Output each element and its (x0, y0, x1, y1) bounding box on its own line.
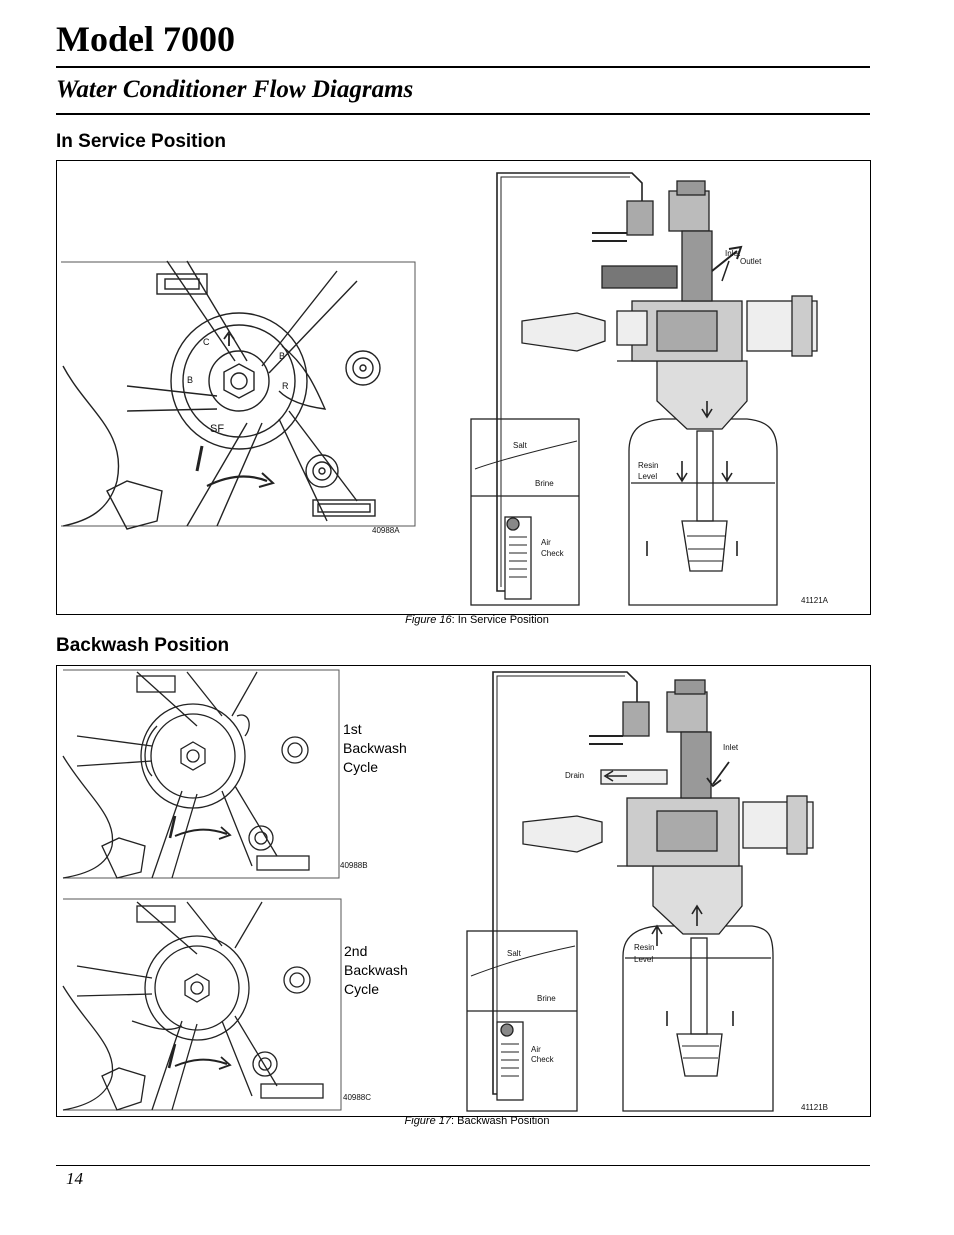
figure-17-caption: Figure 17: Backwash Position (0, 1115, 954, 1127)
label-level: Level (638, 472, 657, 481)
label-check: Check (531, 1055, 555, 1064)
label-check: Check (541, 549, 565, 558)
drawing-code: 41121A (801, 596, 829, 605)
dial-letter: C (203, 337, 210, 347)
figure-17-box: 40988B 40988C (56, 665, 871, 1117)
second-backwash-cycle-label: 2nd Backwash Cycle (344, 943, 408, 997)
figure-16-box: C B R B SF 40988A (56, 160, 871, 615)
label-level: Level (634, 955, 653, 964)
dial-drawing-upper (62, 669, 340, 879)
drawing-code: 40988A (372, 526, 400, 535)
drawing-code: 41121B (801, 1103, 828, 1112)
label-salt: Salt (513, 441, 528, 450)
title-rule (56, 66, 870, 68)
dial-drawing-lower (62, 898, 342, 1111)
figure-16-caption: Figure 16: In Service Position (0, 614, 954, 626)
dial-letter: R (282, 381, 289, 391)
backwash-valve-label-group: Inlet Drain Salt Brine Resin Level Air C… (507, 743, 828, 1112)
dial-letter-group: C B R B SF (187, 337, 289, 435)
label-air: Air (541, 538, 551, 547)
label-air: Air (531, 1045, 541, 1054)
page-subtitle: Water Conditioner Flow Diagrams (56, 76, 414, 103)
label-brine: Brine (535, 479, 554, 488)
caption-text: : In Service Position (451, 614, 549, 626)
label-salt: Salt (507, 949, 522, 958)
label-inlet: Inlet (725, 249, 741, 258)
drawing-code: 40988B (340, 861, 368, 870)
dial-letter: B (279, 351, 285, 361)
first-backwash-cycle-label: 1st Backwash Cycle (343, 721, 407, 775)
valve-label-group: Inlet Outlet Salt Brine Resin Level Air … (513, 249, 829, 605)
label-inlet: Inlet (723, 743, 739, 752)
footer-rule (56, 1165, 870, 1166)
label-brine: Brine (537, 994, 556, 1003)
dial-letter: SF (210, 423, 224, 435)
label-drain: Drain (565, 771, 584, 780)
backwash-valve-drawing (466, 671, 814, 1112)
label-resin: Resin (638, 461, 658, 470)
subtitle-rule (56, 113, 870, 115)
figure-16-drawing: C B R B SF 40988A (61, 172, 829, 606)
caption-figure-label: Figure 17 (404, 1115, 452, 1127)
label-resin: Resin (634, 943, 654, 952)
figure-17-drawing: 40988B 40988C (62, 669, 828, 1112)
drawing-code: 40988C (343, 1093, 371, 1102)
page-number: 14 (66, 1169, 83, 1188)
dial-letter: B (187, 375, 193, 385)
valve-assembly-drawing (470, 172, 818, 606)
page-title: Model 7000 (56, 19, 235, 59)
caption-figure-label: Figure 16 (405, 614, 452, 626)
label-outlet: Outlet (740, 257, 762, 266)
dial-assembly-drawing (61, 260, 416, 530)
section-heading-in-service: In Service Position (56, 131, 226, 152)
section-heading-backwash: Backwash Position (56, 635, 230, 656)
caption-text: : Backwash Position (451, 1115, 550, 1127)
